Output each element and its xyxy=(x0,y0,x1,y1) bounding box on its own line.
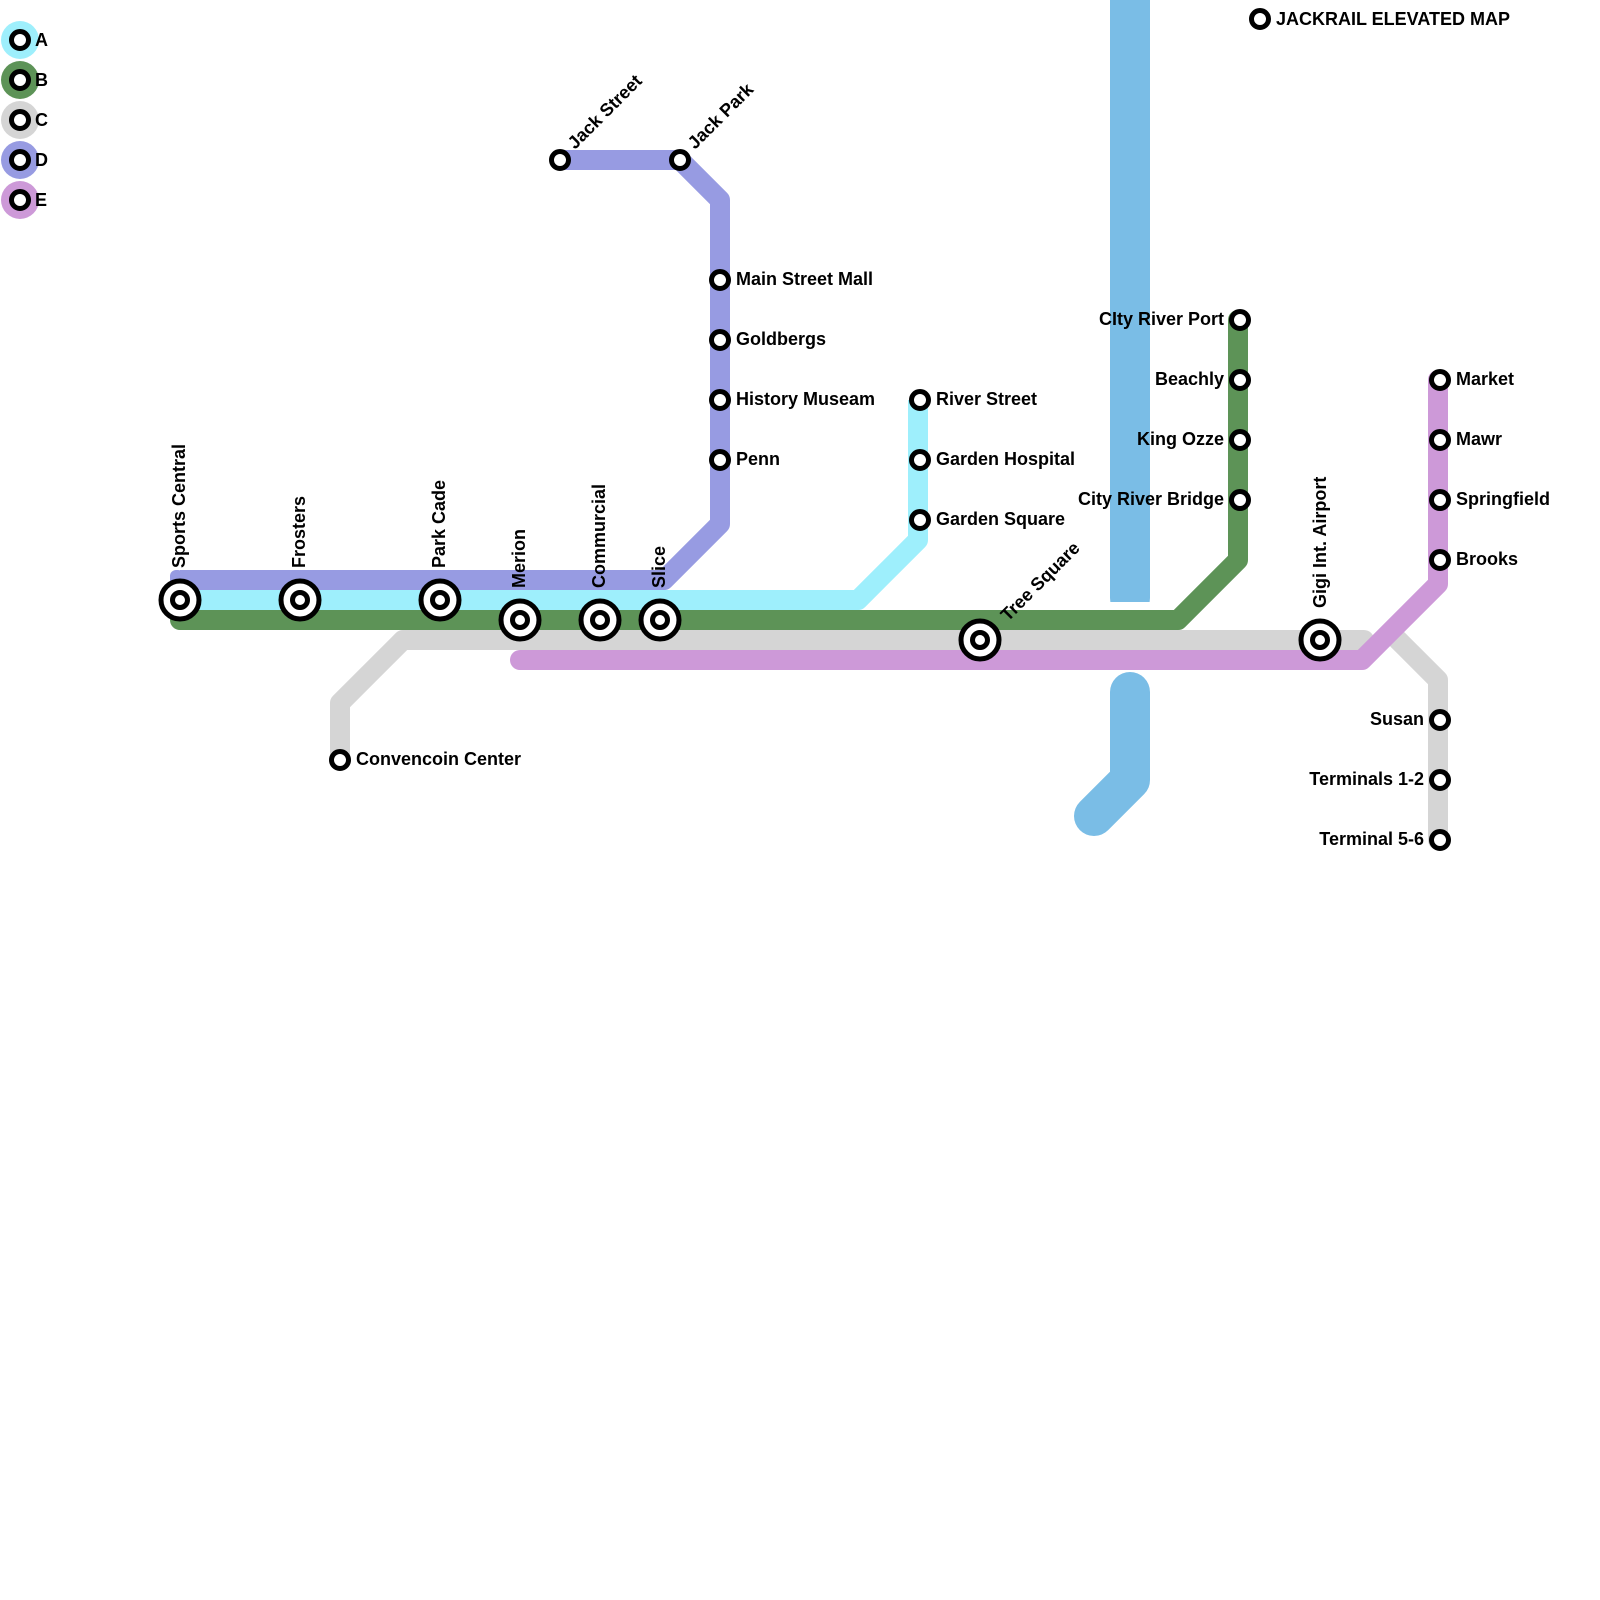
river-lower xyxy=(1074,672,1150,836)
station-label-jack-street[interactable]: Jack Street xyxy=(564,71,646,153)
interchange-station-sports-central[interactable] xyxy=(158,578,202,622)
station-main-street-mall[interactable] xyxy=(709,269,731,291)
line-c xyxy=(330,630,1374,770)
station-label-goldbergs[interactable]: Goldbergs xyxy=(736,329,826,349)
station-history-museam[interactable] xyxy=(709,389,731,411)
station-susan[interactable] xyxy=(1429,709,1451,731)
map-title-text: JACKRAIL ELEVATED MAP xyxy=(1276,9,1510,29)
interchange-station-tree-square[interactable] xyxy=(958,618,1002,662)
station-label-frosters[interactable]: Frosters xyxy=(289,496,309,568)
interchange-core-icon xyxy=(290,590,310,610)
station-label-penn[interactable]: Penn xyxy=(736,449,780,469)
station-label-commurcial[interactable]: Commurcial xyxy=(589,484,609,588)
station-label-king-ozze[interactable]: King Ozze xyxy=(1137,429,1224,449)
station-label-slice[interactable]: Slice xyxy=(649,546,669,588)
station-penn[interactable] xyxy=(709,449,731,471)
interchange-core-icon xyxy=(1310,630,1330,650)
interchange-core-icon xyxy=(590,610,610,630)
legend-item-c[interactable]: C xyxy=(1,101,48,139)
legend-item-e[interactable]: E xyxy=(1,181,47,219)
station-marker-icon xyxy=(9,109,31,131)
interchange-station-commurcial[interactable] xyxy=(578,598,622,642)
interchange-core-icon xyxy=(650,610,670,630)
station-label-beachly[interactable]: Beachly xyxy=(1155,369,1224,389)
interchange-core-icon xyxy=(510,610,530,630)
station-label-main-street-mall[interactable]: Main Street Mall xyxy=(736,269,873,289)
station-label-brooks[interactable]: Brooks xyxy=(1456,549,1518,569)
station-label-gigi-airport[interactable]: Gigi Int. Airport xyxy=(1310,477,1330,608)
station-terminal-5-6[interactable] xyxy=(1429,829,1451,851)
station-label-city-river-port[interactable]: CIty River Port xyxy=(1099,309,1224,329)
legend: A B C D E xyxy=(1,21,48,219)
station-label-park-cade[interactable]: Park Cade xyxy=(429,480,449,568)
station-label-garden-hospital[interactable]: Garden Hospital xyxy=(936,449,1075,469)
station-marker-icon xyxy=(1249,8,1271,30)
line-c-branch xyxy=(1388,630,1448,850)
station-garden-square[interactable] xyxy=(909,509,931,531)
legend-label-d: D xyxy=(35,150,48,170)
station-marker-icon xyxy=(9,69,31,91)
interchange-core-icon xyxy=(170,590,190,610)
legend-item-d[interactable]: D xyxy=(1,141,48,179)
station-label-terminals-1-2[interactable]: Terminals 1-2 xyxy=(1309,769,1424,789)
river xyxy=(1074,0,1150,836)
station-city-river-port[interactable] xyxy=(1229,309,1251,331)
legend-label-c: C xyxy=(35,110,48,130)
station-city-river-bridge[interactable] xyxy=(1229,489,1251,511)
interchange-core-icon xyxy=(970,630,990,650)
station-label-garden-square[interactable]: Garden Square xyxy=(936,509,1065,529)
interchange-station-frosters[interactable] xyxy=(278,578,322,622)
station-springfield[interactable] xyxy=(1429,489,1451,511)
station-mawr[interactable] xyxy=(1429,429,1451,451)
station-goldbergs[interactable] xyxy=(709,329,731,351)
station-market[interactable] xyxy=(1429,369,1451,391)
station-brooks[interactable] xyxy=(1429,549,1451,571)
station-label-susan[interactable]: Susan xyxy=(1370,709,1424,729)
legend-item-b[interactable]: B xyxy=(1,61,48,99)
station-marker-icon xyxy=(9,29,31,51)
station-jack-street[interactable] xyxy=(549,149,571,171)
station-marker-icon xyxy=(9,189,31,211)
interchange-station-slice[interactable] xyxy=(638,598,682,642)
legend-label-e: E xyxy=(35,190,47,210)
station-label-springfield[interactable]: Springfield xyxy=(1456,489,1550,509)
station-garden-hospital[interactable] xyxy=(909,449,931,471)
station-river-street[interactable] xyxy=(909,389,931,411)
station-label-mawr[interactable]: Mawr xyxy=(1456,429,1502,449)
station-label-jack-park[interactable]: Jack Park xyxy=(684,79,758,153)
station-label-sports-central[interactable]: Sports Central xyxy=(169,444,189,568)
station-label-convencoin-center[interactable]: Convencoin Center xyxy=(356,749,521,769)
interchange-core-icon xyxy=(430,590,450,610)
interchange-station-merion[interactable] xyxy=(498,598,542,642)
station-convencoin-center[interactable] xyxy=(329,749,351,771)
line-e xyxy=(510,370,1448,670)
station-jack-park[interactable] xyxy=(669,149,691,171)
station-label-river-street[interactable]: River Street xyxy=(936,389,1037,409)
map-title: JACKRAIL ELEVATED MAP xyxy=(1249,8,1510,30)
interchange-station-gigi-airport[interactable] xyxy=(1298,618,1342,662)
station-terminals-1-2[interactable] xyxy=(1429,769,1451,791)
interchange-station-park-cade[interactable] xyxy=(418,578,462,622)
legend-label-b: B xyxy=(35,70,48,90)
station-label-merion[interactable]: Merion xyxy=(509,529,529,588)
station-label-terminal-5-6[interactable]: Terminal 5-6 xyxy=(1319,829,1424,849)
station-beachly[interactable] xyxy=(1229,369,1251,391)
legend-item-a[interactable]: A xyxy=(1,21,48,59)
station-label-history-museam[interactable]: History Museam xyxy=(736,389,875,409)
station-label-market[interactable]: Market xyxy=(1456,369,1514,389)
line-d xyxy=(180,150,730,590)
legend-label-a: A xyxy=(35,30,48,50)
station-king-ozze[interactable] xyxy=(1229,429,1251,451)
station-label-city-river-bridge[interactable]: City River Bridge xyxy=(1078,489,1224,509)
station-marker-icon xyxy=(9,149,31,171)
